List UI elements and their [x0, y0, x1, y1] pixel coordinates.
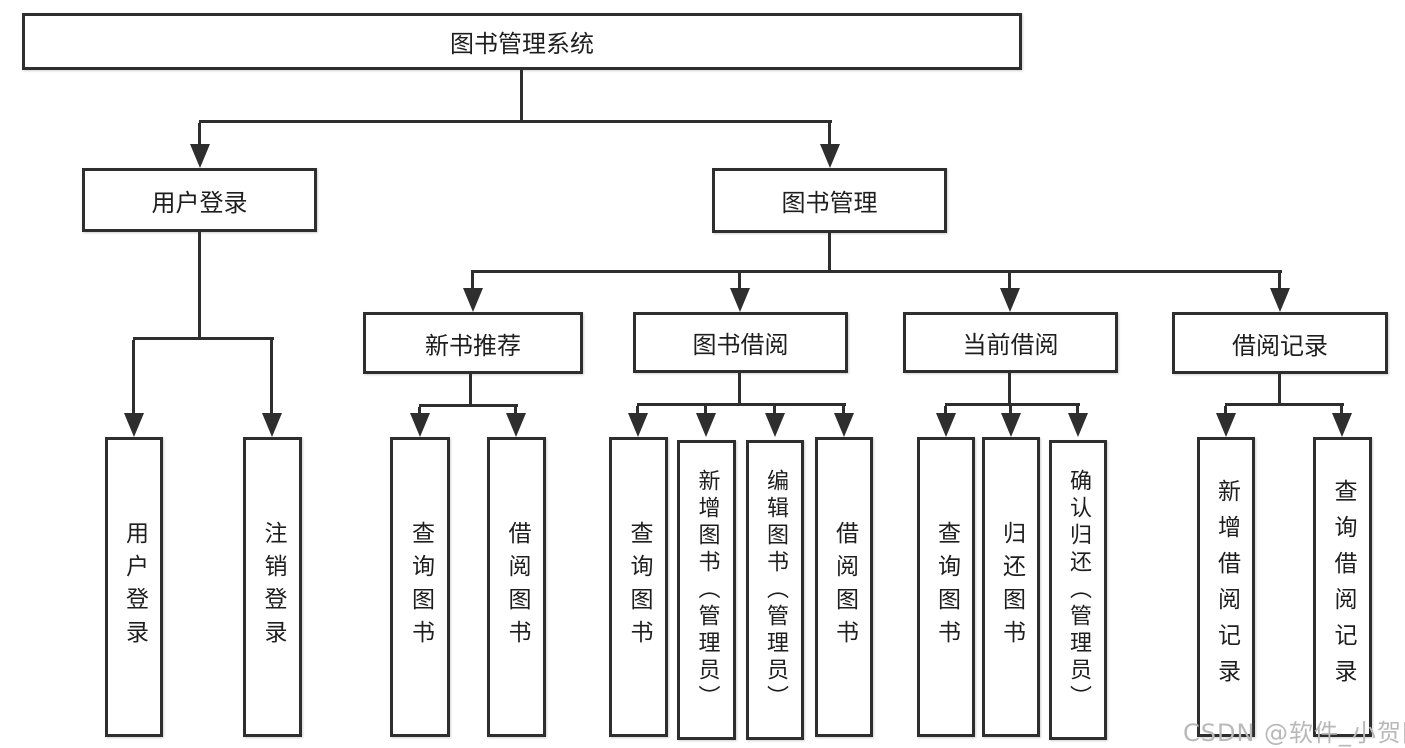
connector-stem [636, 406, 639, 415]
connector-userlogin-horizontal [133, 337, 274, 340]
connector-root-down [520, 70, 523, 120]
connector-stem [418, 407, 421, 415]
arrow-down-icon [1270, 288, 1290, 312]
connector-current-horizontal [945, 403, 1080, 406]
connector-stem [944, 406, 947, 415]
connector-recommend-down [469, 374, 472, 407]
leaf-label: 查询图书 [933, 521, 960, 653]
leaf-label: 查询图书 [407, 521, 434, 653]
connector-userlogin-down [198, 232, 201, 340]
node-borrow-records: 借阅记录 [1172, 312, 1388, 374]
connector-stem [514, 407, 517, 415]
arrow-down-icon [463, 288, 483, 312]
node-label: 图书管理 [781, 189, 878, 217]
arrow-down-icon [1000, 288, 1020, 312]
connector-stem [738, 273, 741, 290]
connector-stem [1076, 406, 1079, 415]
arrow-down-icon [628, 413, 648, 437]
node-library-system: 图书管理系统 [22, 13, 1022, 70]
arrow-down-icon [1068, 413, 1088, 437]
arrow-down-icon [730, 288, 750, 312]
leaf-label: 归还图书 [998, 521, 1025, 653]
node-user-login: 用户登录 [82, 168, 317, 232]
connector-stem [198, 123, 201, 146]
arrow-down-icon [124, 413, 144, 437]
connector-stem [842, 406, 845, 415]
connector-stem [828, 123, 831, 146]
csdn-watermark: CSDN @软件_小贺同学 [1183, 719, 1405, 747]
connector-records-horizontal [1225, 403, 1344, 406]
node-label: 图书借阅 [692, 331, 789, 359]
leaf-label: 借阅图书 [504, 521, 530, 653]
arrow-down-icon [262, 413, 282, 437]
connector-level1-horizontal [199, 120, 832, 123]
leaf-label: 借阅图书 [831, 521, 858, 653]
leaf-label: 查询图书 [626, 521, 652, 653]
connector-records-down [1278, 374, 1281, 406]
arrow-down-icon [190, 144, 210, 168]
leaf-label: 编辑图书（管理员） [763, 468, 788, 712]
leaf-user-login: 用户登录 [105, 437, 163, 737]
connector-stem [471, 273, 474, 290]
node-book-management: 图书管理 [712, 168, 947, 233]
leaf-return-book: 归还图书 [982, 437, 1040, 737]
leaf-borrow-books-borrow: 借阅图书 [815, 437, 873, 737]
arrow-down-icon [765, 413, 785, 437]
leaf-edit-book-admin: 编辑图书（管理员） [746, 440, 804, 740]
connector-stem [1340, 406, 1343, 415]
arrow-down-icon [1001, 413, 1021, 437]
connector-stem [132, 340, 135, 415]
arrow-down-icon [936, 413, 956, 437]
leaf-add-book-admin: 新增图书（管理员） [677, 440, 736, 740]
node-book-borrow: 图书借阅 [633, 312, 848, 373]
connector-current-down [1008, 373, 1011, 406]
arrow-down-icon [1332, 413, 1352, 437]
connector-bookmgmt-down [828, 233, 831, 273]
connector-stem [704, 406, 707, 415]
node-new-book-recommend: 新书推荐 [363, 312, 583, 374]
leaf-add-borrow-record: 新增借阅记录 [1197, 437, 1255, 737]
arrow-down-icon [410, 413, 430, 437]
connector-stem [1278, 273, 1281, 290]
node-current-borrow: 当前借阅 [903, 312, 1118, 373]
leaf-query-books-recommend: 查询图书 [390, 437, 450, 737]
connector-borrow-down [738, 373, 741, 406]
node-label: 借阅记录 [1232, 331, 1328, 360]
connector-stem [1224, 406, 1227, 415]
leaf-confirm-return-admin: 确认归还（管理员） [1049, 440, 1107, 740]
connector-borrow-horizontal [637, 403, 846, 406]
connector-recommend-horizontal [419, 404, 518, 407]
connector-stem [773, 406, 776, 415]
node-label: 新书推荐 [425, 331, 521, 360]
leaf-label: 新增图书（管理员） [694, 468, 720, 712]
connector-stem [1008, 273, 1011, 290]
leaf-query-books-current: 查询图书 [917, 437, 975, 737]
leaf-query-borrow-record: 查询借阅记录 [1313, 437, 1372, 737]
connector-level2-horizontal [471, 270, 1282, 273]
arrow-down-icon [834, 413, 854, 437]
connector-stem [270, 340, 273, 415]
node-label: 用户登录 [151, 188, 248, 217]
leaf-label: 查询借阅记录 [1330, 479, 1356, 695]
connector-stem [1009, 406, 1012, 415]
leaf-label: 新增借阅记录 [1213, 479, 1240, 695]
leaf-label: 注销登录 [260, 521, 286, 653]
leaf-logout: 注销登录 [243, 437, 302, 737]
node-label: 图书管理系统 [450, 30, 594, 58]
arrow-down-icon [1216, 413, 1236, 437]
leaf-label: 用户登录 [121, 521, 148, 653]
leaf-label: 确认归还（管理员） [1066, 468, 1091, 712]
arrow-down-icon [696, 413, 716, 437]
leaf-borrow-books-recommend: 借阅图书 [487, 437, 546, 737]
arrow-down-icon [820, 144, 840, 168]
node-label: 当前借阅 [962, 331, 1059, 359]
leaf-query-books-borrow: 查询图书 [609, 437, 668, 737]
arrow-down-icon [506, 413, 526, 437]
